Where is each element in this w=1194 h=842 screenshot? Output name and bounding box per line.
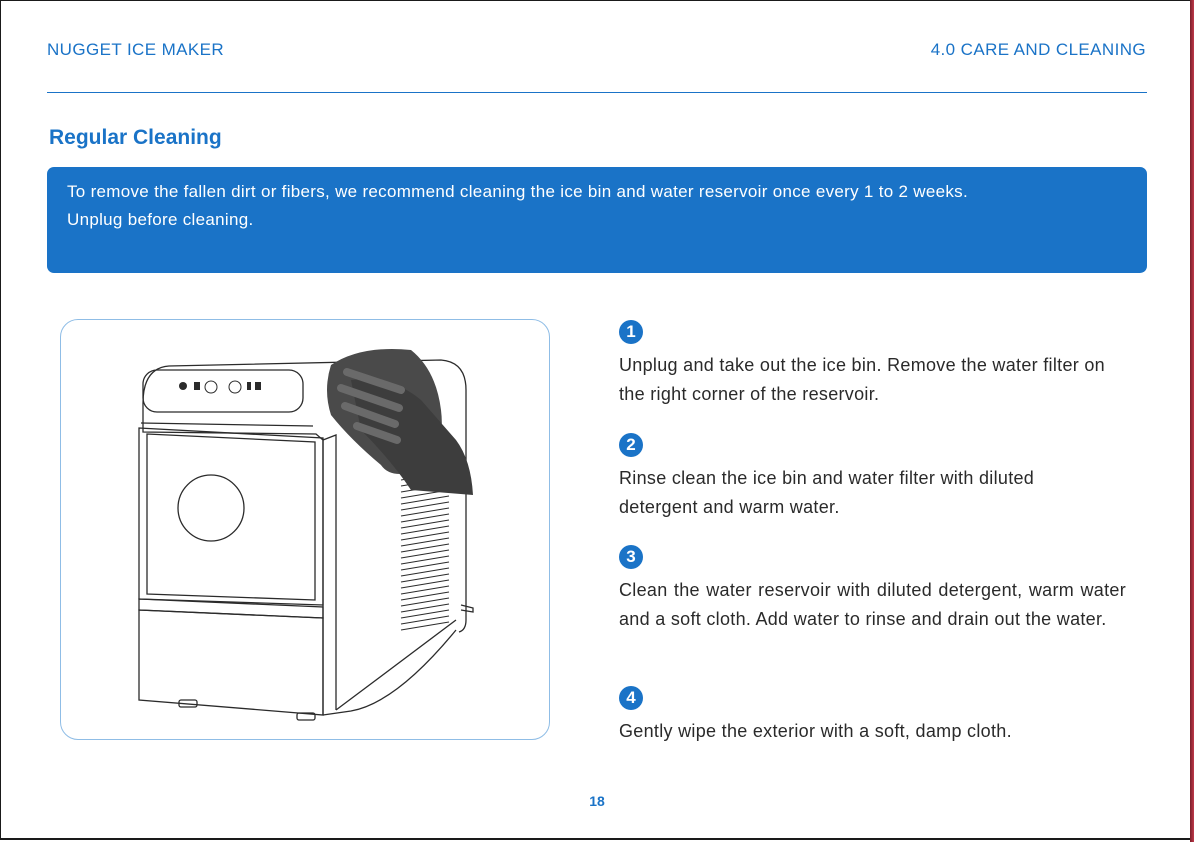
notice-unplug-text: Unplug before cleaning. bbox=[67, 210, 254, 229]
step-4-badge: 4 bbox=[619, 686, 643, 710]
page-edge bbox=[1190, 0, 1194, 842]
step-2-text: Rinse clean the ice bin and water filter… bbox=[619, 468, 1035, 517]
step-4: 4 Gently wipe the exterior with a soft, … bbox=[619, 686, 1126, 746]
hand-with-cloth-icon bbox=[327, 349, 473, 495]
header-product-name: NUGGET ICE MAKER bbox=[47, 40, 225, 59]
step-1-text: Unplug and take out the ice bin. Remove … bbox=[619, 355, 1105, 404]
illustration-frame bbox=[60, 319, 550, 740]
step-2-badge: 2 bbox=[619, 433, 643, 457]
header-section-name: 4.0 CARE AND CLEANING bbox=[930, 40, 1146, 59]
step-3: 3 Clean the water reservoir with diluted… bbox=[619, 545, 1126, 634]
step-1: 1 Unplug and take out the ice bin. Remov… bbox=[619, 320, 1126, 409]
step-2: 2 Rinse clean the ice bin and water filt… bbox=[619, 433, 1126, 522]
header-divider bbox=[47, 92, 1147, 93]
ice-maker-illustration bbox=[138, 349, 474, 721]
page-number: 18 bbox=[589, 793, 605, 809]
step-1-badge: 1 bbox=[619, 320, 643, 344]
step-3-badge: 3 bbox=[619, 545, 643, 569]
notice-text: To remove the fallen dirt or fibers, we … bbox=[67, 182, 968, 201]
notice-box: To remove the fallen dirt or fibers, we … bbox=[47, 167, 1147, 273]
section-title: Regular Cleaning bbox=[49, 126, 222, 149]
step-4-text: Gently wipe the exterior with a soft, da… bbox=[619, 721, 1012, 741]
step-3-text: Clean the water reservoir with diluted d… bbox=[619, 580, 1126, 629]
